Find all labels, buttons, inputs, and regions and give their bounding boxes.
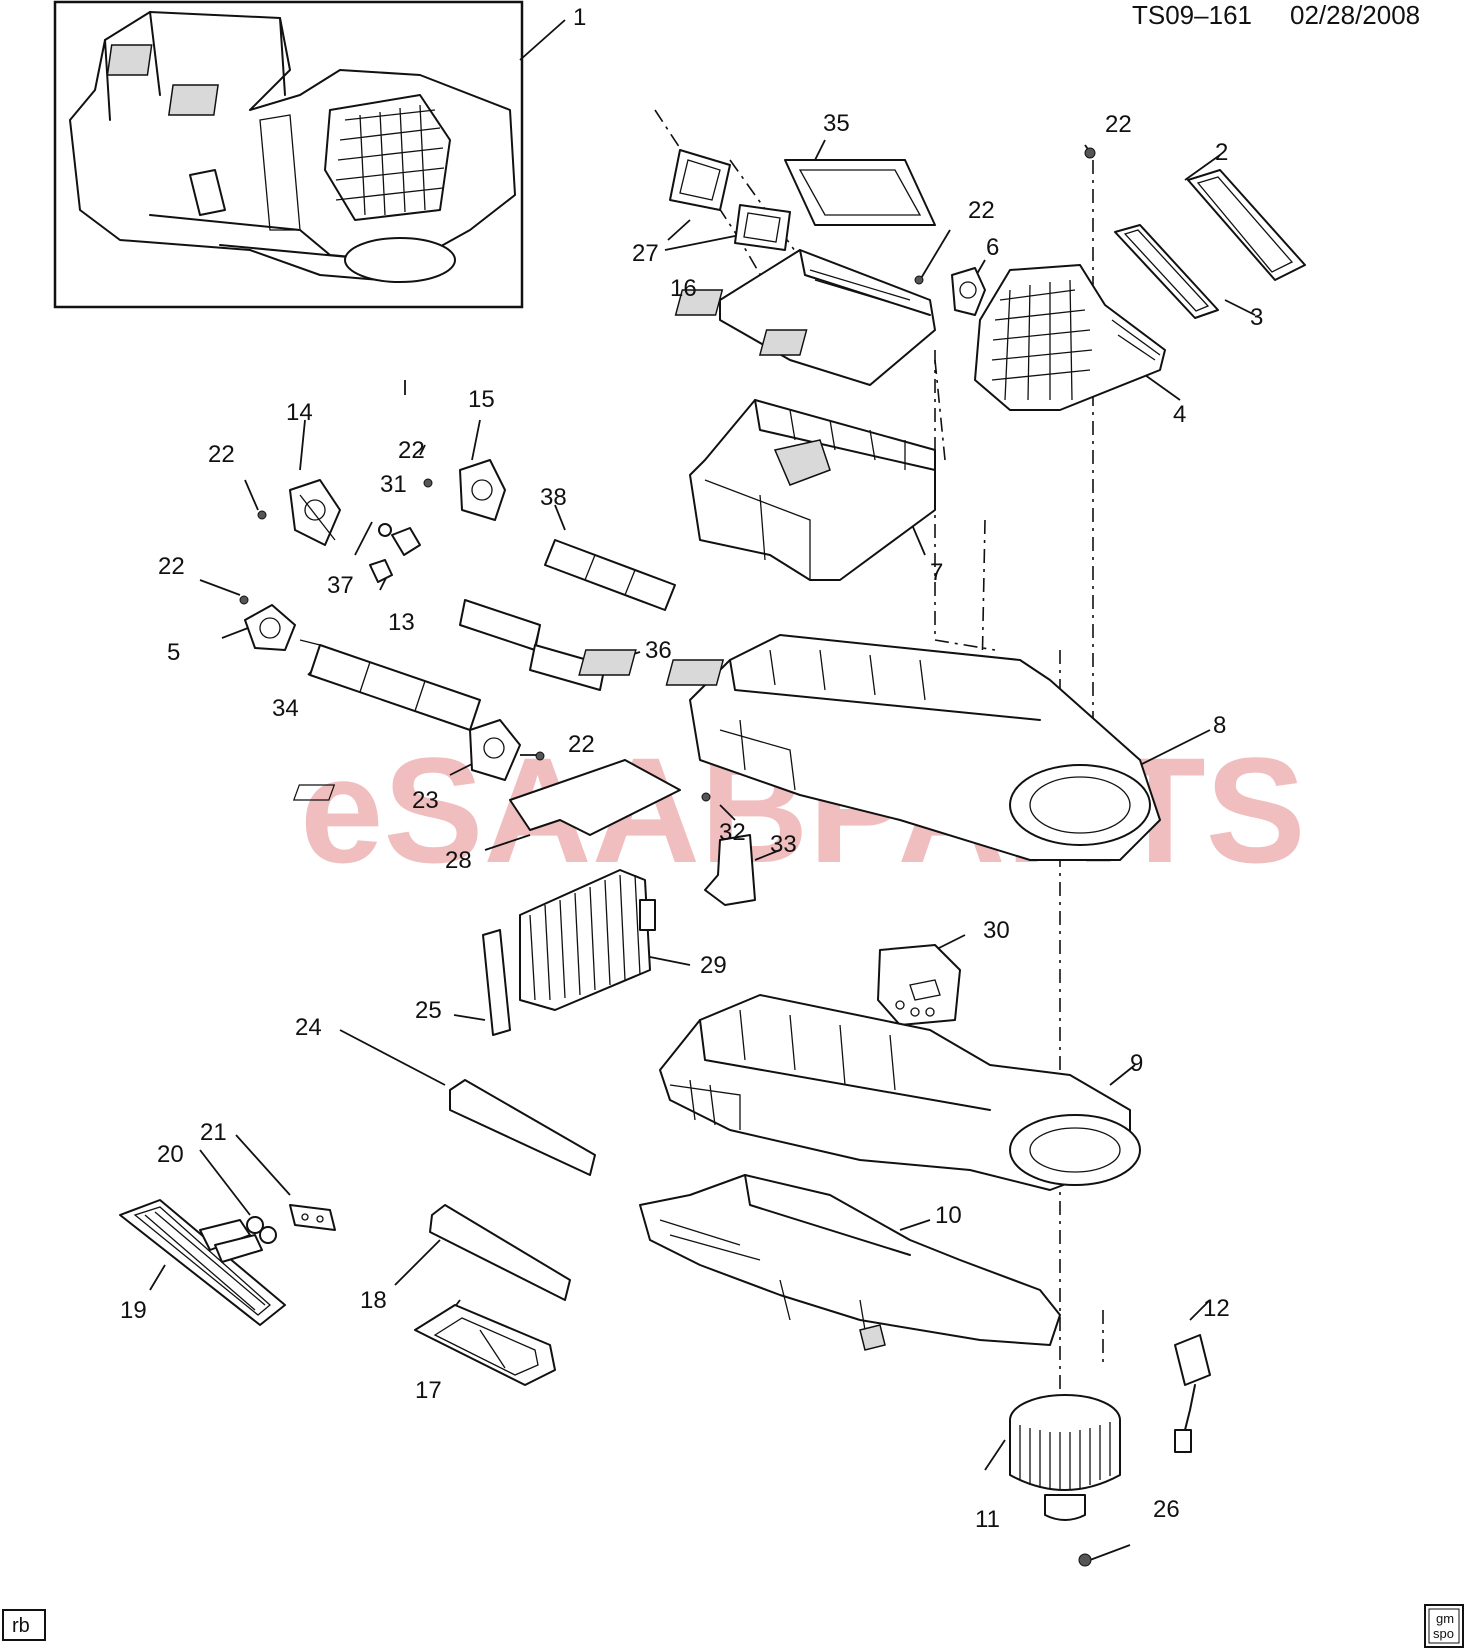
part-24-strip — [449, 1079, 596, 1176]
callout-27: 27 — [632, 240, 659, 267]
callout-28: 28 — [445, 847, 472, 874]
part-33-bracket — [704, 834, 756, 906]
callout-16: 16 — [670, 275, 697, 302]
callout-38: 38 — [540, 484, 567, 511]
callout-24: 24 — [295, 1014, 322, 1041]
part-21-bracket — [289, 1204, 336, 1231]
callout-11: 11 — [975, 1506, 1000, 1533]
callout-22-f: 22 — [568, 731, 595, 758]
callout-10: 10 — [935, 1202, 962, 1229]
part-14-actuator — [289, 479, 341, 546]
part-13-clip — [369, 559, 393, 583]
part-35-gasket — [784, 159, 936, 226]
part-19-heater-core — [119, 1199, 286, 1326]
callout-23: 23 — [412, 787, 439, 814]
callout-22-c: 22 — [208, 441, 235, 468]
part-25-seal — [482, 929, 511, 1036]
callout-3: 3 — [1250, 304, 1263, 331]
callout-22-d: 22 — [398, 437, 425, 464]
callout-31: 31 — [380, 471, 407, 498]
callout-20: 20 — [157, 1141, 184, 1168]
part-5-actuator — [244, 604, 296, 651]
part-23-actuator — [469, 719, 521, 781]
callout-12: 12 — [1203, 1295, 1230, 1322]
drafter-initials: rb — [12, 1615, 30, 1637]
callout-22-a: 22 — [1105, 111, 1132, 138]
callout-34: 34 — [272, 695, 299, 722]
part-38-door — [544, 539, 676, 611]
callout-17: 17 — [415, 1377, 442, 1404]
callout-32: 32 — [719, 819, 746, 846]
callout-33: 33 — [770, 831, 797, 858]
callout-1: 1 — [573, 4, 586, 31]
callout-7: 7 — [930, 559, 943, 586]
callout-21: 21 — [200, 1119, 227, 1146]
callout-9: 9 — [1130, 1050, 1143, 1077]
callout-6: 6 — [986, 234, 999, 261]
part-12-resistor — [1174, 1334, 1211, 1453]
part-3-filter — [1114, 224, 1219, 319]
callout-35: 35 — [823, 110, 850, 137]
part-29-evaporator — [519, 869, 656, 1011]
part-28-plate — [292, 759, 681, 836]
callout-18: 18 — [360, 1287, 387, 1314]
part-18-strip — [429, 1204, 571, 1301]
gm-spo-logo: gm spo — [1424, 1604, 1464, 1648]
callout-19: 19 — [120, 1297, 147, 1324]
part-34-door — [299, 639, 481, 731]
leader-lines — [149, 19, 1256, 1561]
screws-22 — [239, 147, 1096, 802]
callout-13: 13 — [388, 609, 415, 636]
part-6-actuator — [951, 267, 986, 316]
logo-text-bottom: spo — [1433, 1626, 1454, 1641]
part-26-screw — [1078, 1553, 1092, 1567]
drafter-initials-box: rb — [2, 1609, 46, 1641]
part-37-pin — [378, 523, 392, 537]
part-17-gasket — [414, 1304, 556, 1386]
callout-5: 5 — [167, 639, 180, 666]
callout-26: 26 — [1153, 1496, 1180, 1523]
callouts: 1 2 3 4 5 6 7 8 9 10 11 12 13 14 15 16 1… — [120, 4, 1263, 1533]
part-7-case — [689, 399, 936, 581]
callout-4: 4 — [1173, 401, 1186, 428]
part-36-door — [459, 599, 606, 691]
callout-22-e: 22 — [158, 553, 185, 580]
callout-14: 14 — [286, 399, 313, 426]
part-15-actuator — [459, 459, 506, 521]
callout-29: 29 — [700, 952, 727, 979]
logo-text-top: gm — [1436, 1611, 1454, 1626]
callout-8: 8 — [1213, 712, 1226, 739]
callout-25: 25 — [415, 997, 442, 1024]
part-10-lower-duct — [639, 1174, 1061, 1351]
drawing-id: TS09–161 — [1132, 0, 1252, 30]
part-9-lower-case — [659, 994, 1141, 1191]
drawing-date: 02/28/2008 — [1290, 0, 1420, 30]
part-2-filter — [1187, 169, 1306, 281]
inset-assembly — [53, 0, 524, 309]
part-31-clip — [391, 527, 421, 556]
part-30-gasket — [877, 944, 961, 1026]
part-27-seals — [669, 149, 791, 251]
callout-22-b: 22 — [968, 197, 995, 224]
part-20-seal — [246, 1216, 277, 1244]
callout-36: 36 — [645, 637, 672, 664]
part-16-upper-case — [674, 249, 936, 386]
part-11-blower-motor — [1009, 1394, 1121, 1521]
part-4-inlet-housing — [974, 264, 1166, 411]
callout-15: 15 — [468, 386, 495, 413]
callout-2: 2 — [1215, 139, 1228, 166]
part-8-main-case — [578, 634, 1161, 861]
callout-37: 37 — [327, 572, 354, 599]
callout-30: 30 — [983, 917, 1010, 944]
